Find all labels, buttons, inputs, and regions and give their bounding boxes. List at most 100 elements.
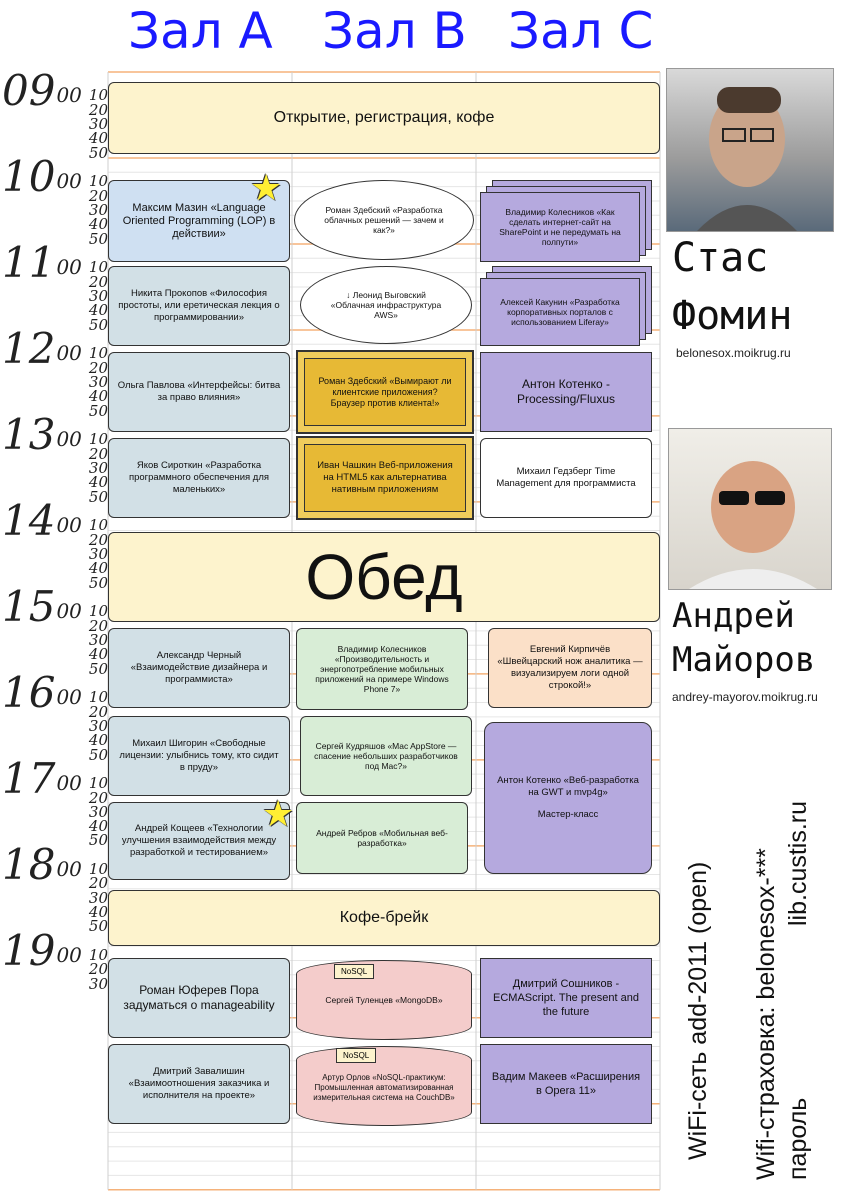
- event-a1[interactable]: Максим Мазин «Language Oriented Programm…: [108, 180, 290, 262]
- hour-label: 1000: [2, 155, 82, 198]
- minute-label: 10: [88, 946, 108, 965]
- speaker-1-first-name: Стас: [672, 235, 769, 281]
- hour-minutes: 00: [56, 770, 82, 795]
- minute-label: 40: [88, 215, 108, 234]
- wifi-insurance: Wifi-страховка: belonesox-***: [752, 848, 780, 1180]
- wifi-site[interactable]: lib.custis.ru: [784, 800, 812, 926]
- minute-label: 50: [88, 143, 108, 162]
- minute-label: 50: [88, 745, 108, 764]
- minute-label: 50: [88, 917, 108, 936]
- minute-label: 20: [88, 616, 108, 635]
- event-c2[interactable]: Алексей Какунин «Разработка корпоративны…: [480, 278, 640, 346]
- minute-label: 10: [88, 172, 108, 191]
- event-c6[interactable]: Антон Котенко «Веб-разработка на GWT и m…: [484, 722, 652, 874]
- event-c4[interactable]: Михаил Гедзберг Time Management для прог…: [480, 438, 652, 518]
- minute-label: 50: [88, 401, 108, 420]
- hour-minutes: 00: [56, 856, 82, 881]
- speaker-1-url[interactable]: belonesox.moikrug.ru: [676, 346, 791, 360]
- event-a7[interactable]: Андрей Кощеев «Технологии улучшения взаи…: [108, 802, 290, 880]
- event-a6[interactable]: Михаил Шигорин «Свободные лицензии: улыб…: [108, 716, 290, 796]
- event-b8[interactable]: Сергей Туленцев «MongoDB»: [296, 960, 472, 1040]
- minute-label: 10: [88, 86, 108, 105]
- minute-label: 40: [88, 301, 108, 320]
- minute-label: 50: [88, 229, 108, 248]
- minute-label: 50: [88, 487, 108, 506]
- minute-label: 30: [88, 200, 108, 219]
- hour-number: 14: [2, 495, 56, 545]
- event-b2[interactable]: ↓ Леонид Выговский «Облачная инфраструкт…: [300, 266, 472, 344]
- speaker-photo-1: [666, 68, 834, 232]
- event-a3[interactable]: Ольга Павлова «Интерфейсы: битва за прав…: [108, 352, 290, 432]
- minute-label: 10: [88, 688, 108, 707]
- event-c5[interactable]: Евгений Кирпичёв «Швейцарский нож аналит…: [488, 628, 652, 708]
- event-b7[interactable]: Андрей Ребров «Мобильная веб-разработка»: [296, 802, 468, 874]
- event-b6[interactable]: Сергей Кудряшов «Mac AppStore — спасение…: [300, 716, 472, 796]
- hour-minutes: 00: [56, 942, 82, 967]
- minute-label: 20: [88, 530, 108, 549]
- star-icon: ★: [262, 793, 295, 834]
- hour-number: 17: [2, 753, 56, 803]
- event-a4[interactable]: Яков Сироткин «Разработка программного о…: [108, 438, 290, 518]
- hour-label: 1600: [2, 671, 82, 714]
- minute-label: 30: [88, 372, 108, 391]
- minute-label: 40: [88, 817, 108, 836]
- hour-number: 16: [2, 667, 56, 717]
- event-c6-title: Антон Котенко «Веб-разработка на GWT и m…: [497, 775, 639, 798]
- hall-c-title: Зал C: [508, 2, 654, 60]
- minute-label: 10: [88, 344, 108, 363]
- hour-number: 10: [2, 151, 56, 201]
- minute-label: 50: [88, 573, 108, 592]
- event-c8[interactable]: Дмитрий Сошников - ECMAScript. The prese…: [480, 958, 652, 1038]
- event-a2[interactable]: Никита Прокопов «Философия простоты, или…: [108, 266, 290, 346]
- nosql-label: NoSQL: [334, 964, 375, 979]
- event-c1[interactable]: Владимир Колесников «Как сделать интерне…: [480, 192, 640, 262]
- event-lunch[interactable]: Обед: [108, 532, 660, 622]
- event-a9[interactable]: Дмитрий Завалишин «Взаимоотношения заказ…: [108, 1044, 290, 1124]
- hour-label: 1200: [2, 327, 82, 370]
- hour-number: 11: [2, 237, 56, 287]
- hour-number: 13: [2, 409, 56, 459]
- hour-minutes: 00: [56, 598, 82, 623]
- event-b4[interactable]: Иван Чашкин Веб-приложения на HTML5 как …: [296, 436, 474, 520]
- hour-minutes: 00: [56, 684, 82, 709]
- event-a5[interactable]: Александр Черный «Взаимодействие дизайне…: [108, 628, 290, 708]
- speaker-2-last-name: Майоров: [672, 640, 816, 680]
- hour-label: 1300: [2, 413, 82, 456]
- minute-label: 20: [88, 100, 108, 119]
- minute-label: 30: [88, 888, 108, 907]
- event-b1[interactable]: Роман Здебский «Разработка облачных реше…: [294, 180, 474, 260]
- event-coffee-break[interactable]: Кофе-брейк: [108, 890, 660, 946]
- event-c3[interactable]: Антон Котенко - Processing/Fluxus: [480, 352, 652, 432]
- speaker-1-last-name: Фомин: [672, 293, 793, 339]
- event-opening[interactable]: Открытие, регистрация, кофе: [108, 82, 660, 154]
- minute-label: 20: [88, 186, 108, 205]
- event-c9[interactable]: Вадим Макеев «Расширения в Opera 11»: [480, 1044, 652, 1124]
- hour-label: 1900: [2, 929, 82, 972]
- wifi-password-label: пароль: [784, 1097, 812, 1180]
- minute-label: 10: [88, 516, 108, 535]
- event-b5[interactable]: Владимир Колесников «Производительность …: [296, 628, 468, 710]
- wifi-network: WiFi-сеть add-2011 (open): [684, 861, 712, 1160]
- minute-label: 40: [88, 473, 108, 492]
- minute-label: 20: [88, 444, 108, 463]
- speaker-2-url[interactable]: andrey-mayorov.moikrug.ru: [672, 690, 818, 704]
- hour-number: 12: [2, 323, 56, 373]
- minute-label: 30: [88, 544, 108, 563]
- hour-label: 1700: [2, 757, 82, 800]
- event-b3[interactable]: Роман Здебский «Вымирают ли клиентские п…: [296, 350, 474, 434]
- event-a8[interactable]: Роман Юферев Пора задуматься о manageabi…: [108, 958, 290, 1038]
- minute-label: 10: [88, 430, 108, 449]
- minute-label: 30: [88, 974, 108, 993]
- minute-label: 50: [88, 659, 108, 678]
- minute-label: 20: [88, 358, 108, 377]
- hour-minutes: 00: [56, 512, 82, 537]
- minute-label: 10: [88, 774, 108, 793]
- minute-label: 10: [88, 860, 108, 879]
- hour-label: 1400: [2, 499, 82, 542]
- minute-label: 30: [88, 458, 108, 477]
- minute-label: 30: [88, 286, 108, 305]
- event-b9[interactable]: Артур Орлов «NoSQL-практикум: Промышленн…: [296, 1046, 472, 1126]
- hour-label: 1100: [2, 241, 82, 284]
- speaker-2-first-name: Андрей: [672, 596, 795, 636]
- minute-label: 20: [88, 272, 108, 291]
